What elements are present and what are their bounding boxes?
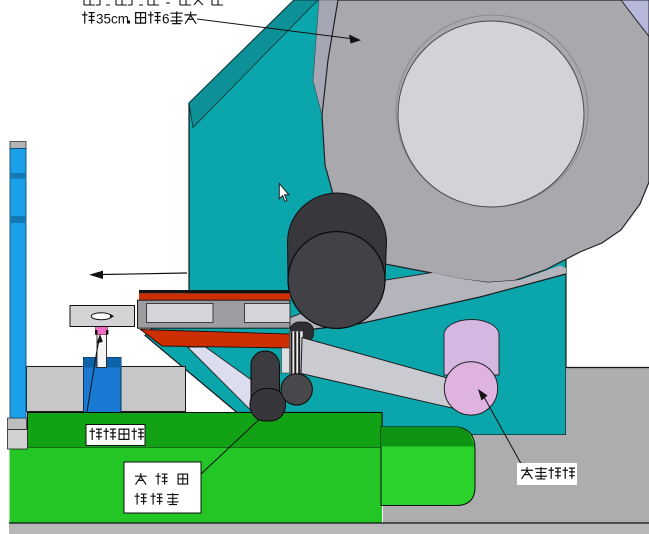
svg-text:35cm: 35cm [96,12,129,27]
svg-text:6: 6 [162,12,170,27]
